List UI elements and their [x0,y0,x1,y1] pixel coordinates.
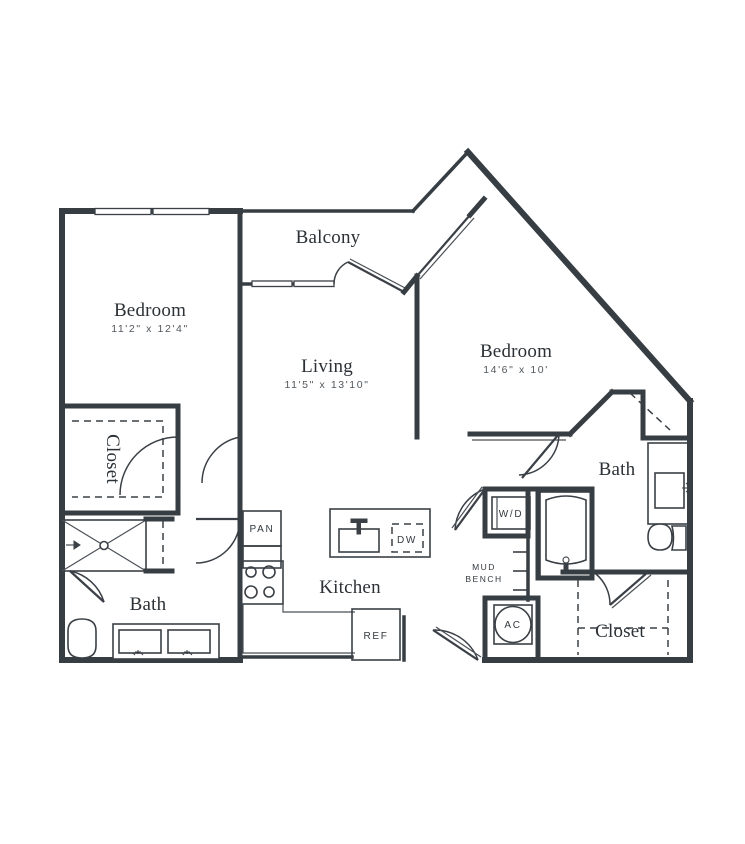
closet-2-door-leaf [609,571,649,606]
burner [263,586,275,598]
appliance-labels: PAN DW REF W/D MUD BENCH AC [250,509,524,642]
bedroom-2-slider-leaf [416,214,471,277]
faucet-icon [682,482,689,494]
balcony-wall-ne-stub [466,195,488,219]
shower-enclosure [61,519,147,572]
toilet-bowl [67,618,97,659]
balcony-slider-track [349,258,408,290]
wd-door-leaf [454,488,486,531]
bedroom-2-dimensions: 14'6" x 10' [483,364,549,376]
shower-head-icon [73,540,81,550]
bedroom-2-slider-track [419,217,475,280]
shower-door-leaf [69,570,105,603]
kitchen-counter-run [242,604,355,654]
washer-dryer-label: W/D [499,509,524,520]
bath-2-niche-dash [629,392,671,431]
bedroom-2-wall-angle [566,388,616,438]
washer-dryer-unit [491,496,531,530]
wd-door-arc [454,488,486,531]
burner [245,566,257,578]
ac-unit-label: AC [504,620,521,631]
dishwasher-label: DW [397,535,417,546]
utility-door-arc [432,629,479,661]
wd-door-track [451,486,483,529]
bath-1-label: Bath [130,594,167,615]
bath-2-vanity-counter [647,442,691,525]
utility-door-track [435,626,482,658]
kitchen-island [329,508,431,558]
window-pane [251,280,293,288]
refrigerator-label: REF [363,631,388,642]
burner [244,585,258,599]
balcony-slider-arc [333,261,349,285]
bedroom-1-walls [59,208,243,440]
kitchen [237,506,431,663]
bath-1 [61,516,243,663]
sink-basin [167,629,211,654]
bathtub-faucet [563,562,569,570]
counter-segment [242,545,282,569]
closet-2-door-track [611,574,652,609]
window-pane [94,207,152,216]
window-pane [293,280,335,288]
refrigerator-box [351,608,401,661]
room-labels: Bedroom 11'2" x 12'4" Balcony Living 11'… [102,227,645,642]
living-dimensions: 11'5" x 13'10" [284,379,369,391]
mud-bench-label-line2: BENCH [465,574,502,584]
bath-2-sink-basin [654,472,685,509]
faucet-icon [181,650,193,656]
bedroom-2-door-leaf [521,433,560,479]
kitchen-label: Kitchen [319,577,381,598]
toilet-tank [670,525,687,551]
balcony-slider-leaf [347,261,405,293]
ac-unit-box [493,604,533,645]
ac-unit-circle [494,605,532,644]
closet-1 [59,403,181,516]
bath-1-door-arc [195,518,241,564]
kitchen-faucet [350,518,368,535]
living-label: Living [301,356,353,377]
utility-area [432,486,541,663]
bath-2 [535,389,693,581]
kitchen-counter-edge [282,604,355,613]
cooktop [239,560,284,605]
sink-basin [118,629,162,654]
bedroom-1-windows [94,207,210,216]
closet-2-door-arc [595,573,611,606]
closet-1-door-arc [119,436,179,496]
bath-2-label: Bath [599,459,636,480]
dishwasher-box [391,523,424,553]
balcony-label: Balcony [296,227,361,248]
closet-2 [577,571,669,655]
closet-1-label: Closet [102,434,123,484]
burner [262,565,276,579]
toilet-bowl [647,523,673,551]
window-pane [152,207,210,216]
utility-door-leaf [432,629,479,661]
bedroom-1-label: Bedroom [114,300,186,321]
shower-door-arc [69,570,105,603]
mud-bench-label-line1: MUD [472,562,496,572]
bedroom-1-dimensions: 11'2" x 12'4" [111,323,189,335]
bedroom-2-walls [467,388,671,479]
faucet-icon [132,650,144,656]
closet-2-label: Closet [595,621,645,642]
bedroom-2-label: Bedroom [480,341,552,362]
exterior-wall-diagonal-ne [463,147,695,406]
shower-drain [99,540,109,551]
bathtub-basin [545,495,587,565]
balcony-area [416,195,488,280]
balcony-edge-diagonal-upper [410,149,471,214]
living-door-arc [201,436,241,484]
pantry-label: PAN [250,524,275,535]
living-room-walls [201,258,421,512]
